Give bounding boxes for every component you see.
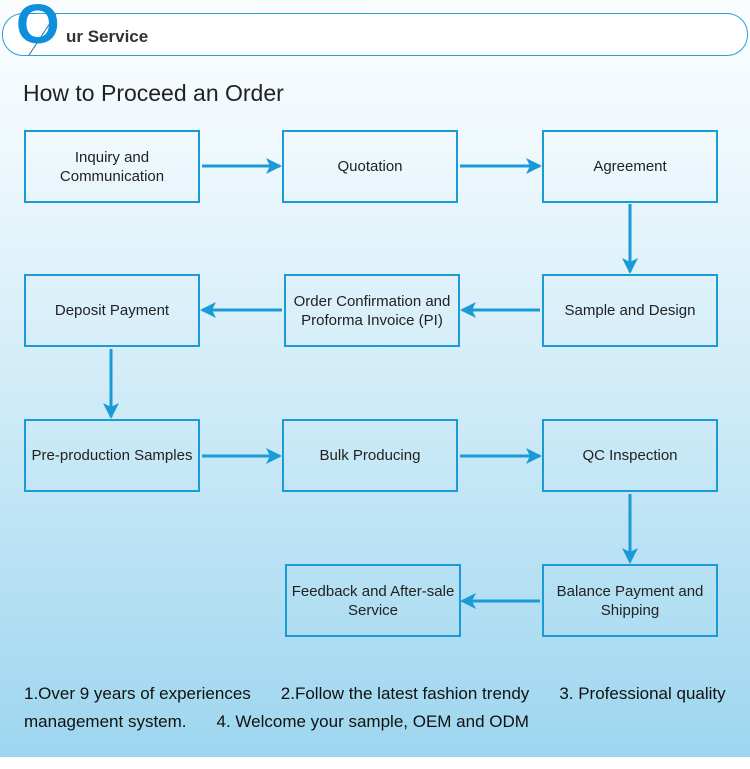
footer-features: 1.Over 9 years of experiences 2.Follow th… [24,680,744,736]
feature-4: 4. Welcome your sample, OEM and ODM [216,712,529,731]
step-sample-design: Sample and Design [542,274,718,347]
section-header [2,13,748,56]
step-feedback: Feedback and After-sale Service [285,564,461,637]
step-inquiry: Inquiry and Communication [24,130,200,203]
step-quotation: Quotation [282,130,458,203]
step-order-confirmation: Order Confirmation and Proforma Invoice … [284,274,460,347]
feature-2: 2.Follow the latest fashion trendy [280,684,530,703]
step-agreement: Agreement [542,130,718,203]
page-title: How to Proceed an Order [23,80,284,106]
step-pre-production: Pre-production Samples [24,419,200,492]
feature-1: 1.Over 9 years of experiences [24,684,251,703]
feature-3: 3. Professional quality management syste… [24,684,726,731]
header-title: ur Service [66,27,149,46]
step-qc-inspection: QC Inspection [542,419,718,492]
header-slash [28,14,57,55]
step-deposit-payment: Deposit Payment [24,274,200,347]
header-initial: O [16,0,60,55]
step-bulk-producing: Bulk Producing [282,419,458,492]
step-balance-payment: Balance Payment and Shipping [542,564,718,637]
